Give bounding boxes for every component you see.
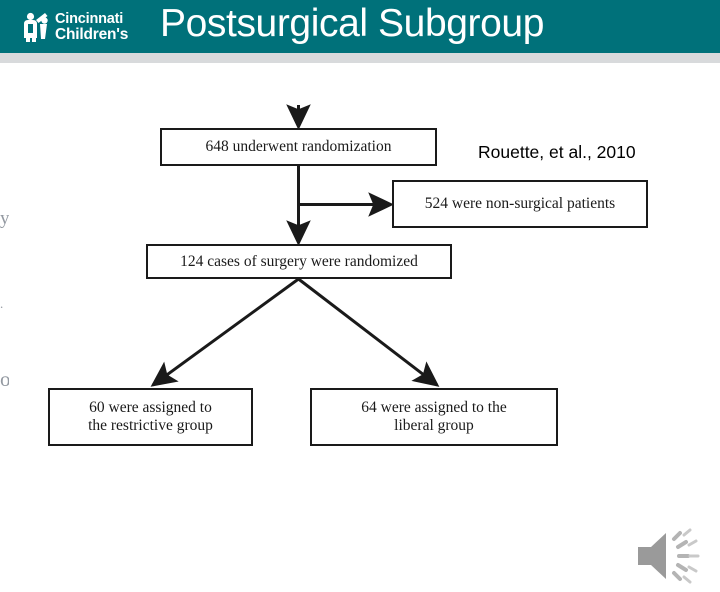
flow-node-label: 124 cases of surgery were randomized	[180, 252, 418, 270]
logo-line-1: Cincinnati	[55, 11, 124, 27]
edge-fragment-2: .	[0, 297, 4, 310]
citation-text: Rouette, et al., 2010	[478, 142, 636, 162]
flow-node-randomization: 648 underwent randomization	[160, 128, 437, 166]
slide-header-bar	[0, 0, 720, 53]
flow-diagram: 648 underwent randomization 524 were non…	[0, 63, 720, 540]
flow-node-label: 64 were assigned to the liberal group	[361, 399, 507, 435]
flow-node-label-line1: 60 were assigned to	[89, 399, 212, 417]
flow-node-surgery: 124 cases of surgery were randomized	[146, 244, 452, 279]
page-title: Postsurgical Subgroup	[160, 2, 544, 45]
edge-fragment-1: y	[0, 209, 9, 228]
edge-fragment-3: o	[0, 369, 9, 390]
logo-line-2: Children's	[55, 25, 129, 43]
flow-node-label: 524 were non-surgical patients	[424, 195, 616, 213]
flow-node-nonsurgical: 524 were non-surgical patients	[392, 180, 648, 228]
speaker-icon[interactable]	[632, 525, 704, 587]
flow-node-label-line1: 64 were assigned to the	[361, 399, 507, 417]
flow-node-label: 648 underwent randomization	[205, 138, 392, 156]
logo-wordmark: Cincinnati Children's	[55, 12, 128, 42]
header-divider	[0, 53, 720, 63]
flow-node-label-line2: the restrictive group	[88, 417, 213, 434]
flow-node-restrictive: 60 were assigned to the restrictive grou…	[48, 388, 253, 446]
slide-body: y . o 648 underwent randomization	[0, 63, 720, 584]
flow-node-label-line2: liberal group	[394, 417, 474, 434]
flow-node-liberal: 64 were assigned to the liberal group	[310, 388, 558, 446]
child-figure-icon	[20, 11, 51, 43]
cincinnati-childrens-logo: Cincinnati Children's	[20, 9, 145, 45]
flow-node-label: 60 were assigned to the restrictive grou…	[88, 399, 213, 435]
